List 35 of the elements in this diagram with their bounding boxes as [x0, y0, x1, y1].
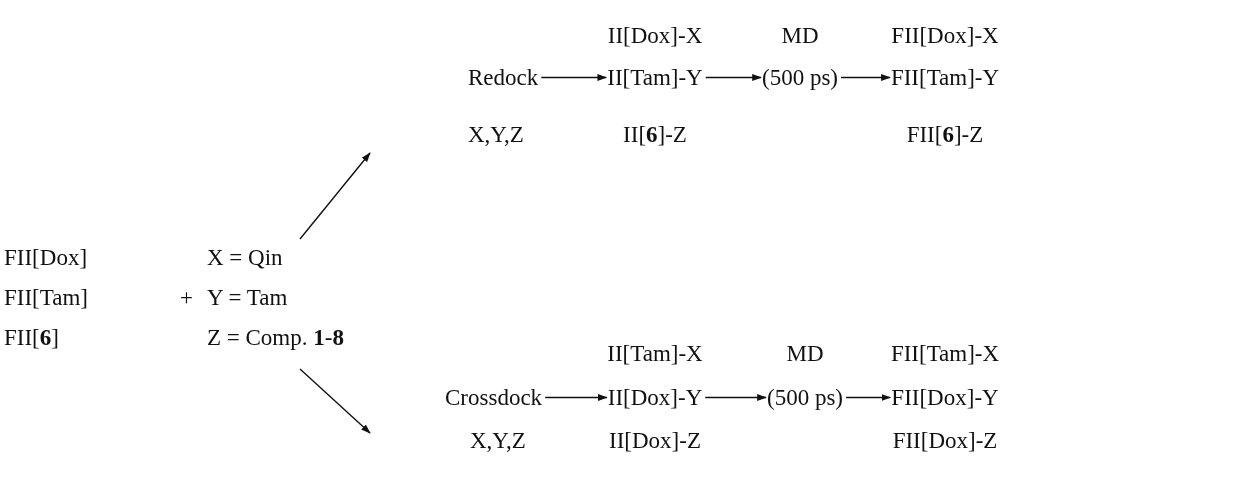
node-text: X = Qin	[207, 245, 283, 271]
node-text: FII[Dox]-Y	[890, 385, 1000, 411]
node-text: FII[6]-Z	[905, 122, 985, 148]
node-text: Crossdock	[445, 385, 543, 411]
node-text: Redock	[468, 65, 539, 91]
node-text: FII[Tam]-X	[889, 341, 1001, 367]
node-text: Z = Comp. 1-8	[207, 325, 344, 351]
arrow	[540, 74, 608, 81]
arrow	[544, 394, 608, 401]
node-text: X,Y,Z	[470, 428, 526, 454]
node-text: II[Tam]-X	[606, 341, 704, 367]
node-text: (500 ps)	[766, 385, 844, 411]
arrow	[705, 74, 762, 81]
node-text: FII[Tam]-Y	[889, 65, 1001, 91]
node-text: II[Dox]-X	[606, 23, 704, 49]
node-text: MD	[780, 23, 820, 49]
node-text: MD	[785, 341, 825, 367]
arrow	[299, 368, 371, 434]
node-text: Y = Tam	[207, 285, 288, 311]
node-text: FII[Dox]	[4, 245, 88, 271]
arrow	[704, 394, 767, 401]
node-text: FII[Tam]	[4, 285, 88, 311]
node-text: FII[Dox]-X	[890, 23, 1000, 49]
arrow	[299, 152, 371, 240]
node-text: FII[Dox]-Z	[891, 428, 999, 454]
arrow	[845, 394, 892, 401]
node-text: II[Tam]-Y	[606, 65, 704, 91]
node-text: II[6]-Z	[622, 122, 688, 148]
node-text: X,Y,Z	[468, 122, 524, 148]
node-text: FII[6]	[4, 325, 59, 351]
node-text: II[Dox]-Z	[608, 428, 702, 454]
arrow	[840, 74, 891, 81]
node-text: (500 ps)	[761, 65, 839, 91]
node-text: II[Dox]-Y	[606, 385, 704, 411]
node-text: +	[180, 285, 193, 311]
